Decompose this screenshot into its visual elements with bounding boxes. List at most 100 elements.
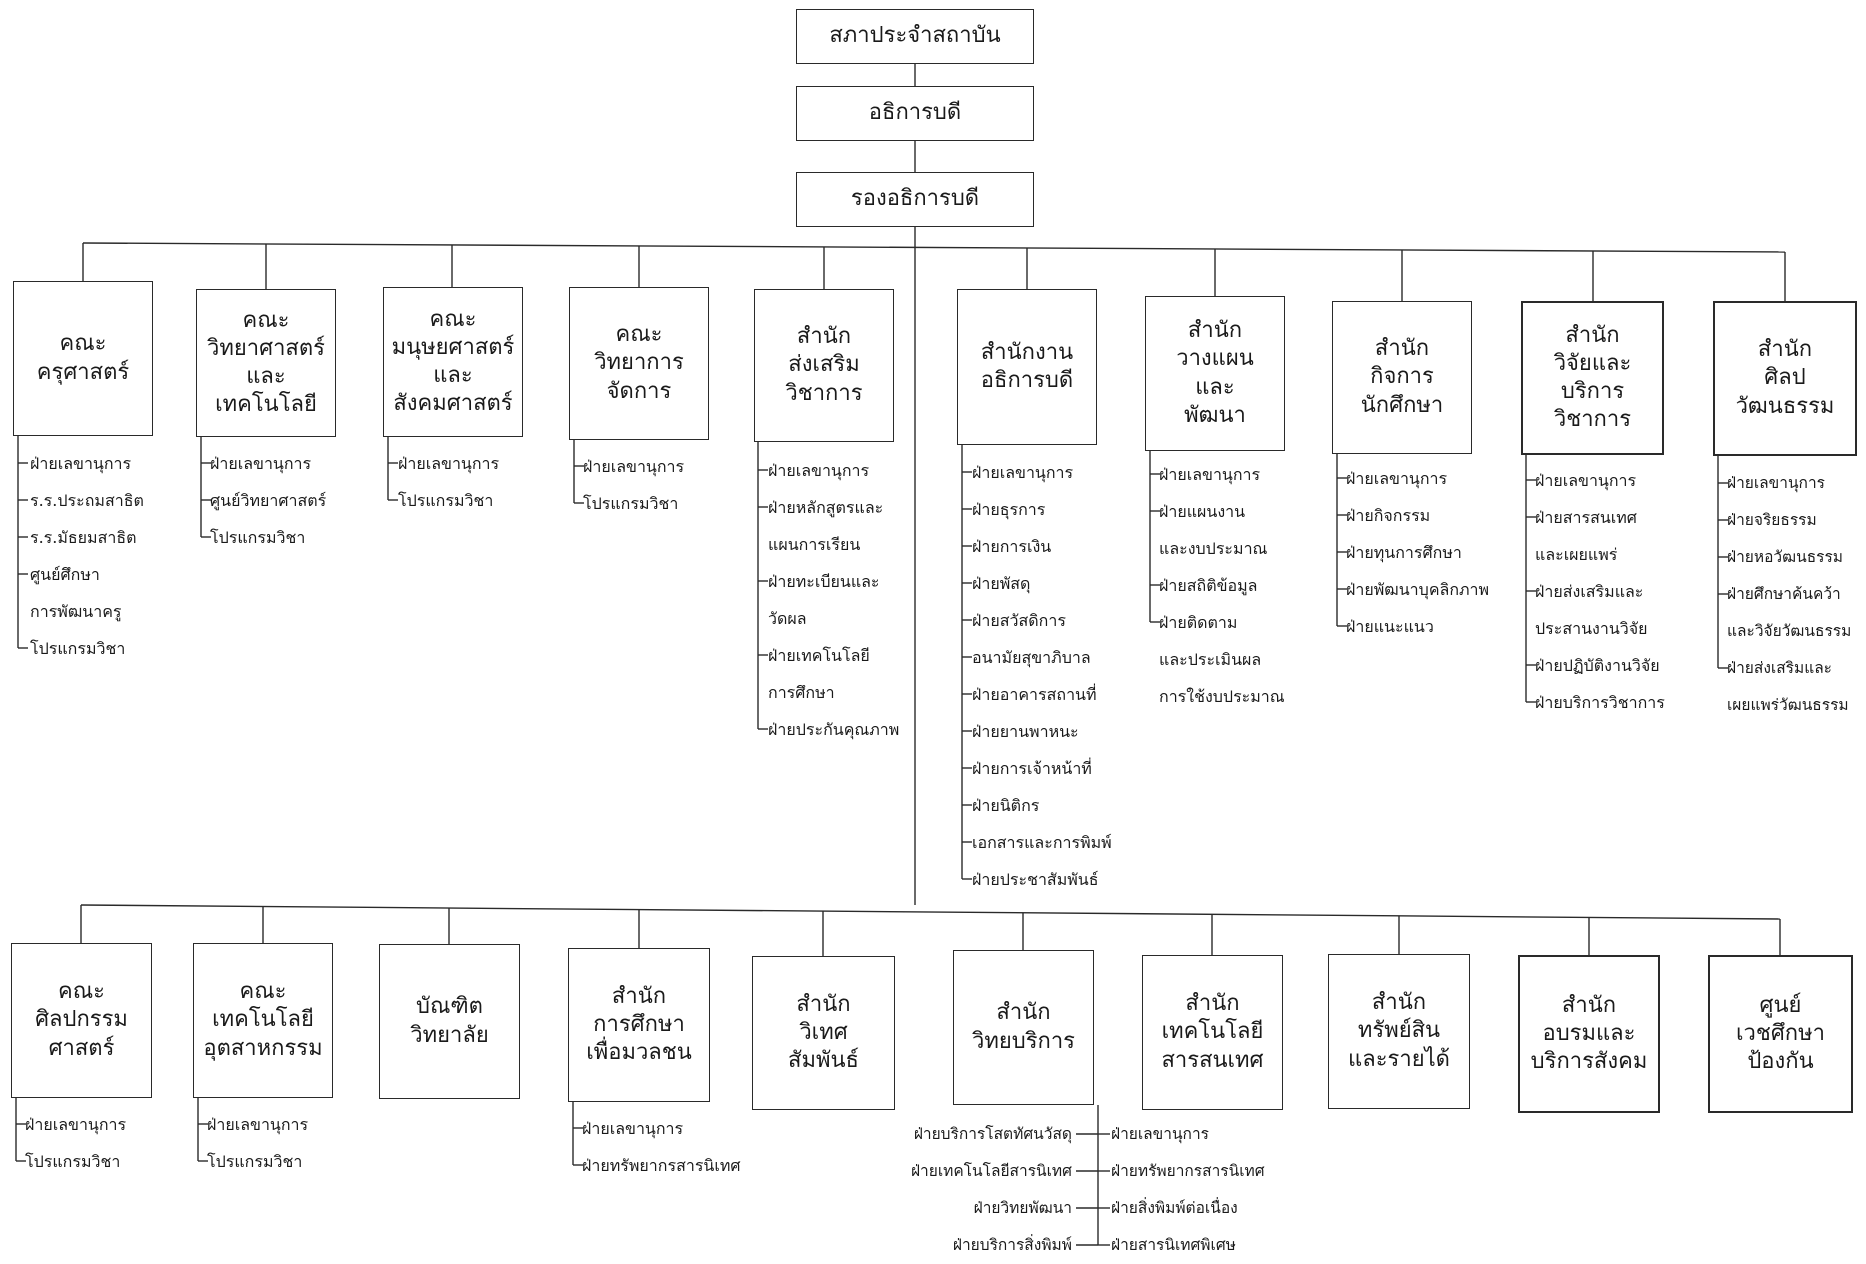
sub-list-education: ฝ่ายเลขานุการ ร.ร.ประถมสาธิต ร.ร.มัธยมสา…	[30, 445, 144, 667]
list-item: ฝ่ายประกันคุณภาพ	[768, 720, 900, 739]
sub-list-fine-arts: ฝ่ายเลขานุการ โปรแกรมวิชา	[25, 1106, 126, 1180]
unit-box-information-tech: สำนัก เทคโนโลยี สารสนเทศ	[1142, 955, 1283, 1110]
unit-name: คณะ เทคโนโลยี อุตสาหกรรม	[203, 979, 323, 1061]
list-item: ฝ่ายทุนการศึกษา	[1346, 543, 1462, 562]
list-item: ฝ่ายจริยธรรม	[1727, 511, 1817, 529]
unit-name: สำนัก อบรมและ บริการสังคม	[1530, 992, 1648, 1075]
list-item: ประสานงานวิจัย	[1535, 619, 1648, 638]
list-item: โปรแกรมวิชา	[30, 639, 126, 658]
bus-line	[82, 242, 1786, 253]
list-item: และประเมินผล	[1159, 650, 1262, 669]
unit-box-president-office: สำนักงาน อธิการบดี	[957, 289, 1097, 445]
unit-box-student-affairs: สำนัก กิจการ นักศึกษา	[1332, 301, 1472, 454]
list-item: ฝ่ายแนะแนว	[1346, 617, 1434, 636]
list-item: ฝ่ายเลขานุการ	[583, 457, 685, 476]
list-item: ฝ่ายเทคโนโลยีสารนิเทศ	[910, 1162, 1072, 1180]
list-item: ฝ่ายทรัพยากรสารนิเทศ	[582, 1156, 741, 1175]
list-item: ฝ่ายทรัพยากรสารนิเทศ	[1111, 1162, 1265, 1180]
sub-list-academic-resources-left: ฝ่ายบริการโสตทัศนวัสดุ ฝ่ายเทคโนโลยีสารน…	[862, 1116, 1072, 1264]
list-item: ฝ่ายศึกษาค้นคว้า	[1727, 585, 1841, 603]
list-item: ฝ่ายแผนงาน	[1159, 502, 1246, 521]
unit-name: สำนัก ส่งเสริม วิชาการ	[785, 324, 863, 406]
list-item: ฝ่ายสารนิเทศพิเศษ	[1111, 1236, 1236, 1254]
vice-president-label: รองอธิการบดี	[850, 186, 980, 212]
list-item: ร.ร.มัธยมสาธิต	[30, 528, 137, 547]
sub-list-student-affairs: ฝ่ายเลขานุการ ฝ่ายกิจกรรม ฝ่ายทุนการศึกษ…	[1346, 460, 1489, 645]
unit-name: สำนัก ศิลป วัฒนธรรม	[1735, 337, 1835, 419]
sub-list-planning: ฝ่ายเลขานุการ ฝ่ายแผนงาน และงบประมาณ ฝ่า…	[1159, 456, 1285, 715]
list-item: โปรแกรมวิชา	[583, 494, 679, 513]
list-item: ฝ่ายอาคารสถานที่	[972, 685, 1097, 704]
list-item: ฝ่ายสวัสดิการ	[972, 611, 1066, 630]
list-item: ฝ่ายเลขานุการ	[25, 1115, 127, 1134]
vice-president-box: รองอธิการบดี	[796, 172, 1034, 227]
unit-box-research-service: สำนัก วิจัยและ บริการ วิชาการ	[1521, 301, 1664, 455]
list-item: อนามัยสุขาภิบาล	[972, 648, 1091, 667]
list-item: ฝ่ายส่งเสริมและ	[1535, 582, 1644, 601]
list-item: ฝ่ายเลขานุการ	[207, 1115, 309, 1134]
list-item: ฝ่ายทะเบียนและ	[768, 572, 880, 591]
unit-name: สำนัก การศึกษา เพื่อมวลชน	[586, 983, 692, 1066]
unit-box-fine-arts: คณะ ศิลปกรรม ศาสตร์	[11, 943, 152, 1098]
unit-name: คณะ วิทยาการ จัดการ	[594, 322, 684, 404]
list-item: และงบประมาณ	[1159, 539, 1268, 558]
list-item: ศูนย์ศึกษา	[30, 565, 100, 584]
list-item: ฝ่ายสารสนเทศ	[1535, 508, 1637, 527]
list-item: ฝ่ายเลขานุการ	[398, 454, 500, 473]
unit-box-social-service: สำนัก อบรมและ บริการสังคม	[1518, 955, 1660, 1113]
unit-name: สำนัก วิเทศ สัมพันธ์	[788, 991, 859, 1074]
list-item: ฝ่ายสิ่งพิมพ์ต่อเนื่อง	[1111, 1199, 1238, 1217]
list-item: ฝ่ายประชาสัมพันธ์	[972, 870, 1099, 889]
unit-box-international: สำนัก วิเทศ สัมพันธ์	[752, 956, 895, 1110]
list-item: การใช้งบประมาณ	[1159, 687, 1285, 706]
unit-box-arts-culture: สำนัก ศิลป วัฒนธรรม	[1713, 301, 1857, 456]
list-item: เอกสารและการพิมพ์	[972, 833, 1112, 852]
unit-name: สำนักงาน อธิการบดี	[980, 339, 1074, 393]
list-item: ฝ่ายนิติกร	[972, 796, 1040, 815]
list-item: ฝ่ายบริการโสตทัศนวัสดุ	[913, 1125, 1072, 1143]
sub-list-management: ฝ่ายเลขานุการ โปรแกรมวิชา	[583, 448, 684, 522]
sub-list-president-office: ฝ่ายเลขานุการ ฝ่ายธุรการ ฝ่ายการเงิน ฝ่า…	[972, 454, 1112, 898]
list-item: โปรแกรมวิชา	[25, 1152, 121, 1171]
list-item: โปรแกรมวิชา	[398, 491, 494, 510]
bus-line	[80, 904, 1781, 920]
council-box: สภาประจำสถาบัน	[796, 9, 1034, 64]
list-item: ฝ่ายการเจ้าหน้าที่	[972, 759, 1092, 778]
list-item: การพัฒนาครู	[30, 602, 122, 621]
list-item: ร.ร.ประถมสาธิต	[30, 491, 144, 510]
list-item: และเผยแพร่	[1535, 545, 1618, 564]
unit-box-property-income: สำนัก ทรัพย์สิน และรายได้	[1328, 954, 1470, 1109]
unit-box-graduate-school: บัณฑิต วิทยาลัย	[379, 944, 520, 1099]
unit-name: คณะ ศิลปกรรม ศาสตร์	[35, 979, 128, 1061]
sub-list-humanities: ฝ่ายเลขานุการ โปรแกรมวิชา	[398, 445, 499, 519]
unit-name: สำนัก วิทยบริการ	[971, 1000, 1076, 1054]
list-item: การศึกษา	[768, 683, 835, 702]
list-item: วัดผล	[768, 609, 807, 628]
list-item: ฝ่ายเลขานุการ	[1535, 471, 1637, 490]
unit-name: สำนัก ทรัพย์สิน และรายได้	[1348, 990, 1450, 1072]
list-item: ฝ่ายเลขานุการ	[210, 454, 312, 473]
list-item: ฝ่ายพัสดุ	[972, 574, 1031, 593]
list-item: ฝ่ายยานพาหนะ	[972, 722, 1079, 741]
list-item: ฝ่ายวิทยพัฒนา	[973, 1199, 1072, 1217]
unit-box-education: คณะ ครุศาสตร์	[13, 281, 153, 436]
list-item: ฝ่ายการเงิน	[972, 537, 1052, 556]
list-item: ฝ่ายเลขานุการ	[768, 461, 870, 480]
list-item: ฝ่ายพัฒนาบุคลิกภาพ	[1346, 580, 1490, 599]
unit-name: บัณฑิต วิทยาลัย	[410, 994, 489, 1048]
unit-box-planning: สำนัก วางแผน และ พัฒนา	[1145, 296, 1285, 451]
unit-name: คณะ วิทยาศาสตร์ และ เทคโนโลยี	[207, 307, 325, 418]
list-item: ฝ่ายเลขานุการ	[582, 1119, 684, 1138]
list-item: ฝ่ายบริการวิชาการ	[1535, 693, 1665, 712]
unit-box-science: คณะ วิทยาศาสตร์ และ เทคโนโลยี	[196, 289, 336, 437]
list-item: ฝ่ายปฏิบัติงานวิจัย	[1535, 656, 1660, 675]
sub-list-academic-promotion: ฝ่ายเลขานุการ ฝ่ายหลักสูตรและ แผนการเรีย…	[768, 452, 899, 748]
sub-list-arts-culture: ฝ่ายเลขานุการ ฝ่ายจริยธรรม ฝ่ายหอวัฒนธรร…	[1727, 465, 1851, 724]
list-item: โปรแกรมวิชา	[210, 528, 306, 547]
president-label: อธิการบดี	[868, 100, 962, 126]
unit-name: คณะ ครุศาสตร์	[36, 331, 130, 385]
sub-list-academic-resources-right: ฝ่ายเลขานุการ ฝ่ายทรัพยากรสารนิเทศ ฝ่ายส…	[1111, 1116, 1265, 1264]
unit-box-academic-resources: สำนัก วิทยบริการ	[953, 950, 1094, 1105]
list-item: โปรแกรมวิชา	[207, 1152, 303, 1171]
